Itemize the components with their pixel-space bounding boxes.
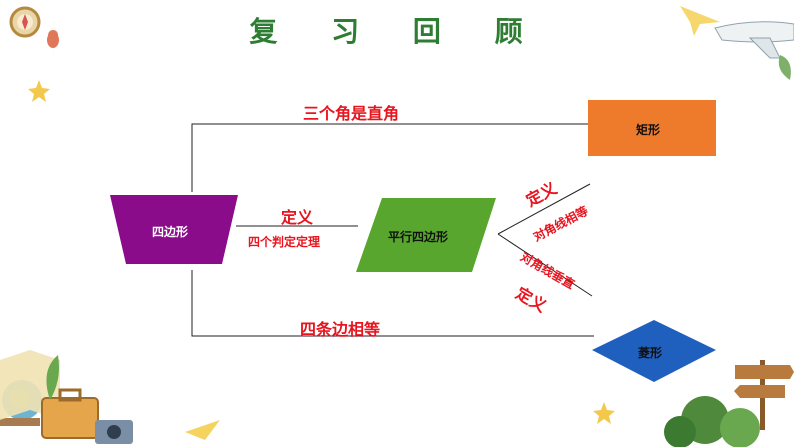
line-fork-lower (497, 233, 593, 297)
line-bottom (191, 270, 594, 337)
paper-plane-icon (185, 420, 220, 440)
plant-icon (46, 355, 59, 400)
airplane-icon (714, 21, 794, 59)
parallelogram-shape (356, 198, 496, 272)
rhombus-shape (592, 320, 716, 382)
label-four-equal-sides: 四条边相等 (300, 320, 381, 339)
compass-icon (9, 6, 41, 38)
rhombus-label: 菱形 (638, 346, 663, 360)
quadrilateral-label: 四边形 (152, 225, 189, 239)
signpost-icon (734, 360, 794, 430)
rectangle-label: 矩形 (636, 123, 661, 137)
label-three-right-angles: 三个角是直角 (303, 104, 400, 123)
leaf-icon (778, 55, 791, 80)
map-pin-icon (47, 30, 59, 58)
rectangle-shape (588, 100, 716, 156)
camera-icon (95, 420, 133, 444)
parallelogram-label: 平行四边形 (388, 230, 449, 244)
label-four-theorems: 四个判定定理 (248, 235, 321, 249)
tree-icon (664, 396, 760, 447)
label-middle-definition: 定义 (281, 208, 314, 227)
star-icon (28, 80, 50, 102)
line-fork-upper (497, 183, 591, 235)
page-title: 复 习 回 顾 (249, 15, 545, 48)
paper-plane-icon (680, 6, 720, 36)
line-top (191, 123, 588, 192)
suitcase-icon (41, 388, 99, 439)
star-icon (593, 402, 615, 424)
quadrilateral-shape (110, 195, 238, 264)
